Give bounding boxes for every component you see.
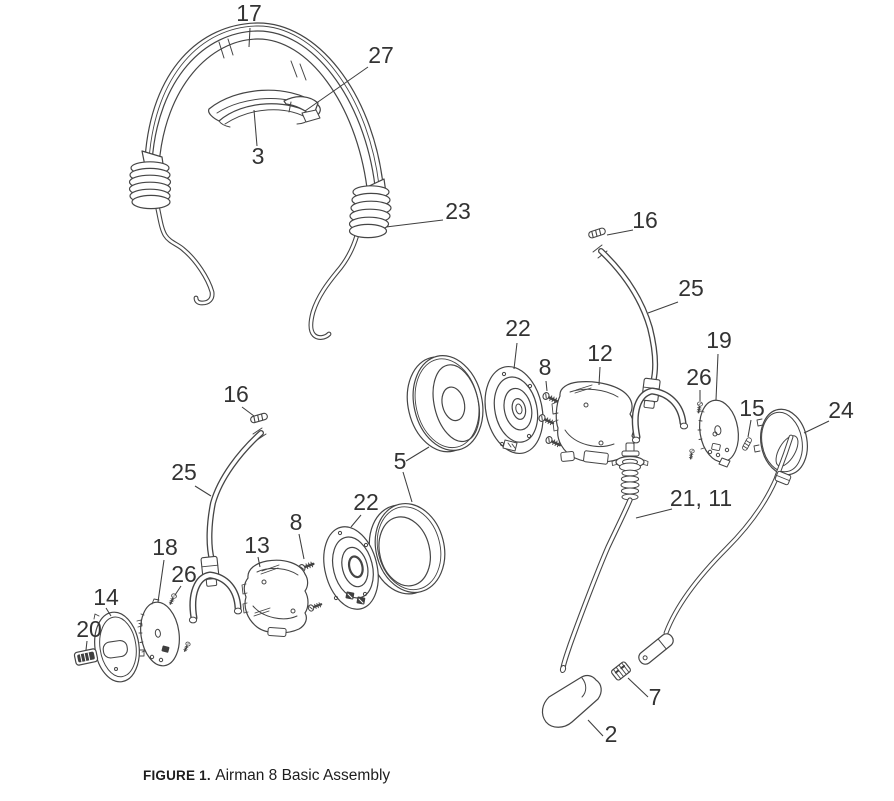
callout-12: 12: [587, 340, 613, 366]
leader-line: [304, 66, 369, 112]
mic-capsule: [638, 633, 674, 665]
callout-19: 19: [706, 327, 732, 353]
callout-7: 7: [649, 684, 662, 710]
leader-line: [627, 677, 649, 698]
headband-pad-slider: [283, 96, 321, 123]
leader-line: [598, 366, 601, 386]
callout-2: 2: [605, 721, 618, 747]
retainer-clip-left: [249, 411, 269, 425]
callout-8-center: 8: [539, 354, 552, 380]
callout-3: 3: [252, 143, 265, 169]
earcup-shell-right: [551, 381, 635, 465]
leader-line: [513, 342, 518, 370]
leader-line: [241, 406, 255, 417]
driver-center: [484, 365, 544, 455]
baffle-plate-left: [138, 598, 180, 667]
callout-27: 27: [368, 42, 394, 68]
leader-line: [803, 420, 830, 434]
cable-plug: [611, 442, 649, 501]
callout-15: 15: [739, 395, 765, 421]
callout-24: 24: [828, 397, 854, 423]
ear-seal-center: [406, 355, 484, 453]
callout-labels: 17 27 3 23 16 25 22 8 12 19 26 15 24 5 2…: [76, 0, 854, 747]
leader-line: [747, 419, 752, 438]
leader-line: [350, 514, 362, 528]
leader-line: [248, 27, 251, 48]
leader-line: [545, 380, 548, 392]
leader-line: [635, 508, 673, 519]
callout-26-right: 26: [686, 364, 712, 390]
figure-caption-label: FIGURE 1.: [143, 768, 211, 783]
leader-line: [587, 719, 604, 737]
figure-caption-title: Airman 8 Basic Assembly: [215, 767, 391, 784]
callout-23: 23: [445, 198, 471, 224]
callout-20: 20: [76, 616, 102, 642]
windscreen-clamp: [611, 661, 631, 681]
leader-line: [647, 301, 679, 314]
callout-26-left: 26: [171, 561, 197, 587]
leader-line: [253, 109, 258, 147]
callout-17: 17: [236, 0, 262, 26]
callout-22-center: 22: [505, 315, 531, 341]
figure-caption: FIGURE 1. Airman 8 Basic Assembly: [143, 767, 390, 785]
coil-spring-left: [128, 161, 172, 210]
lock-clip-15: [741, 436, 753, 452]
leader-line: [174, 585, 182, 596]
leader-line: [606, 229, 634, 236]
latch-20: [73, 648, 99, 666]
callout-21-11: 21, 11: [670, 485, 732, 511]
baffle-plate-right: [697, 399, 739, 468]
callout-leader-lines: [85, 27, 830, 737]
leader-line: [157, 559, 165, 603]
callout-22-left: 22: [353, 489, 379, 515]
wire-hook-right: [308, 232, 360, 340]
callout-18: 18: [152, 534, 178, 560]
driver-left: [323, 526, 379, 610]
stirrup-left: [188, 427, 267, 624]
leader-line: [105, 607, 112, 617]
leader-line: [298, 533, 305, 560]
callout-8-left: 8: [290, 509, 303, 535]
callout-16-right: 16: [632, 207, 658, 233]
earcup-shell-left: [241, 559, 309, 637]
ear-seal-left: [368, 502, 446, 595]
callout-16-left: 16: [223, 381, 249, 407]
mic-boom: [663, 434, 794, 636]
callout-25-right: 25: [678, 275, 704, 301]
leader-line: [402, 471, 413, 503]
stirrup-right: [592, 244, 689, 444]
leader-line: [385, 219, 444, 228]
cable: [559, 497, 633, 674]
callout-25-left: 25: [171, 459, 197, 485]
coil-spring-right: [348, 185, 392, 239]
wire-hook-left: [154, 202, 215, 306]
windscreen: [541, 674, 602, 728]
callout-13: 13: [244, 532, 270, 558]
leader-line: [405, 446, 430, 462]
headband: [141, 22, 387, 201]
callout-14: 14: [93, 584, 119, 610]
leader-line: [257, 556, 261, 568]
retainer-clip-right: [587, 226, 607, 240]
leader-line: [715, 353, 719, 401]
callout-5: 5: [394, 448, 407, 474]
leader-line: [194, 485, 212, 497]
leader-line: [85, 640, 88, 651]
cover-plate-14: [93, 611, 145, 683]
